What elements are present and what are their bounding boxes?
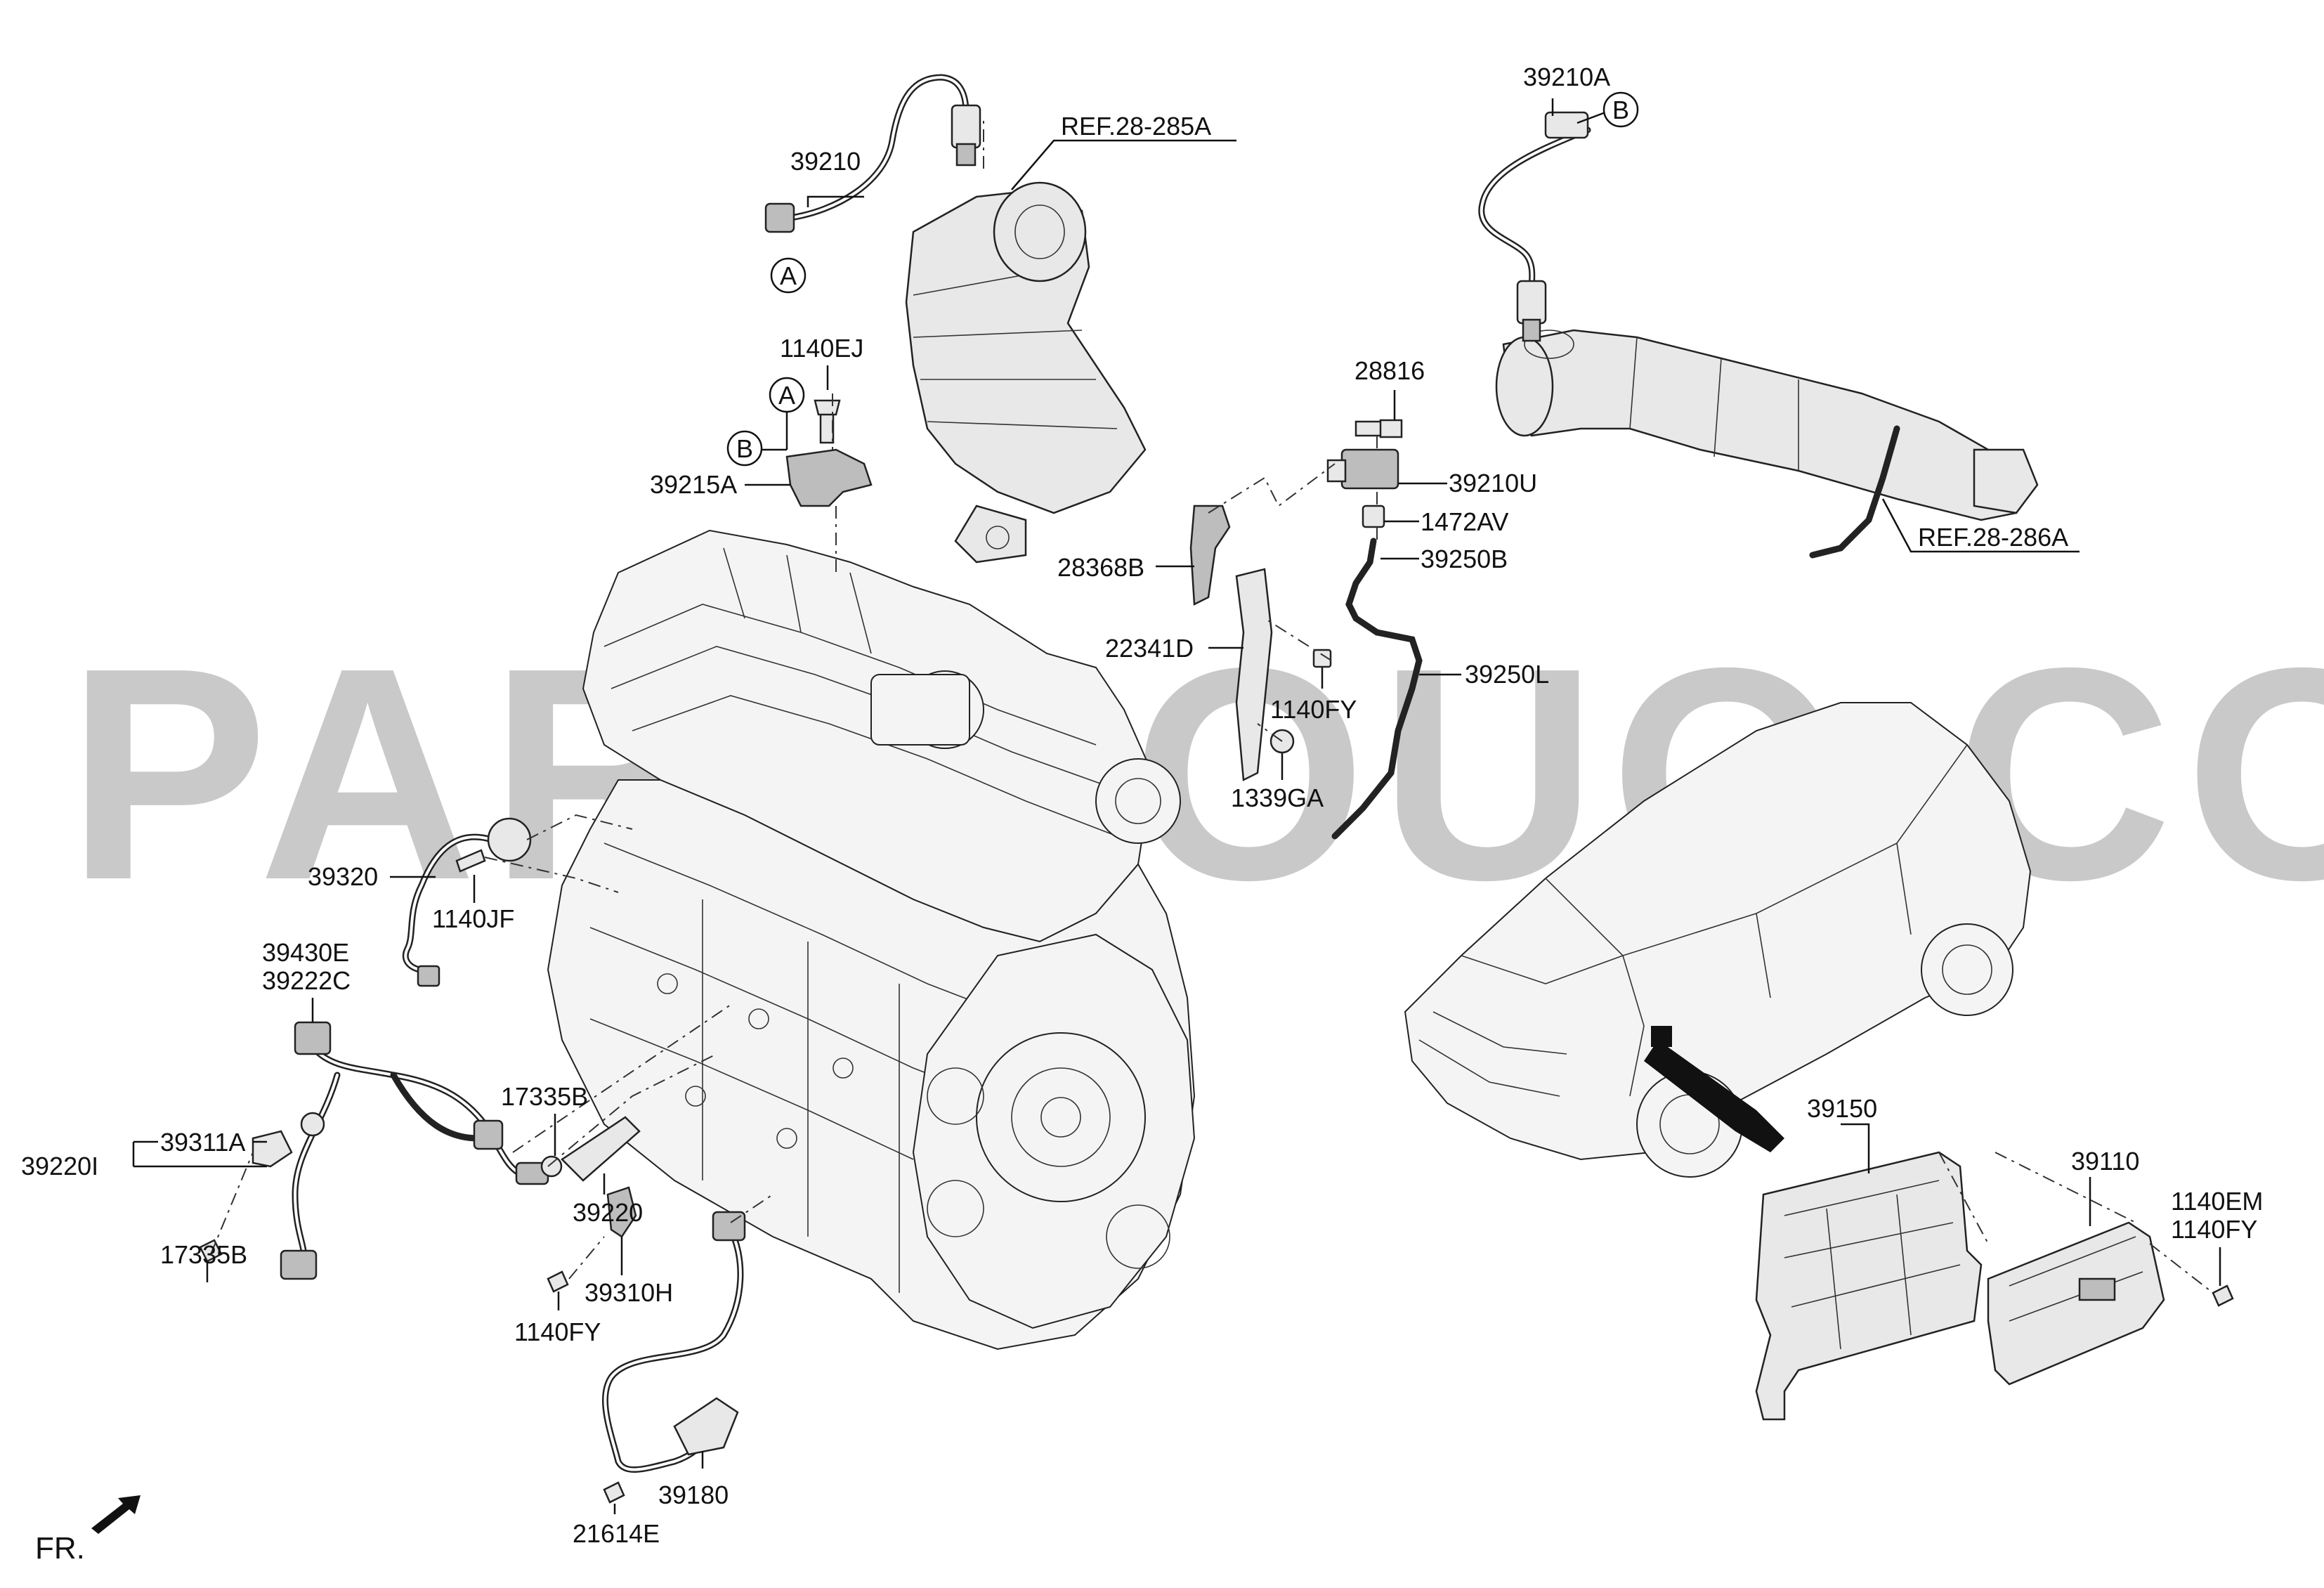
part-label-1140JF: 1140JF bbox=[432, 904, 514, 933]
ref-label-28-285A: REF.28-285A bbox=[1061, 112, 1211, 141]
part-label-1140EM: 1140EM bbox=[2171, 1187, 2263, 1216]
wiring-harness-39430E bbox=[280, 1021, 549, 1280]
cam-position-sensors bbox=[199, 1112, 641, 1293]
part-label-39310H: 39310H bbox=[585, 1278, 673, 1307]
callout-a-top: A bbox=[780, 261, 797, 290]
part-label-39222C: 39222C bbox=[262, 966, 351, 995]
ecu-39110 bbox=[1987, 1221, 2234, 1386]
part-labels: 39210 39210A 1140EJ 39215A 28816 39210U … bbox=[21, 63, 2263, 1548]
leader-lines bbox=[132, 98, 2221, 1514]
front-label: FR. bbox=[35, 1531, 85, 1566]
callout-circles: A A B B bbox=[726, 91, 1639, 467]
part-label-28368B: 28368B bbox=[1057, 553, 1144, 582]
callout-a-bracket: A bbox=[778, 381, 795, 410]
part-label-39250B: 39250B bbox=[1421, 545, 1508, 573]
part-label-39250L: 39250L bbox=[1465, 660, 1549, 689]
part-label-39430E: 39430E bbox=[262, 938, 349, 967]
part-label-39210A: 39210A bbox=[1523, 63, 1610, 91]
part-label-39150: 39150 bbox=[1807, 1094, 1877, 1123]
exhaust-downpipe bbox=[1495, 329, 2039, 559]
part-label-39210: 39210 bbox=[790, 147, 861, 176]
part-label-39311A: 39311A bbox=[160, 1128, 245, 1157]
part-label-1140EJ: 1140EJ bbox=[780, 334, 863, 363]
vehicle-illustration bbox=[1404, 702, 2032, 1178]
part-label-1140FY-right: 1140FY bbox=[2171, 1215, 2257, 1244]
part-label-39220: 39220 bbox=[573, 1198, 643, 1227]
part-label-39220I: 39220I bbox=[21, 1152, 98, 1180]
part-label-21614E: 21614E bbox=[573, 1519, 660, 1548]
part-label-17335B-lower: 17335B bbox=[160, 1240, 247, 1269]
o2-sensor-39210 bbox=[764, 74, 981, 233]
part-label-1140FY-left: 1140FY bbox=[514, 1317, 601, 1346]
part-label-1339GA: 1339GA bbox=[1231, 783, 1324, 812]
part-label-22341D: 22341D bbox=[1105, 634, 1194, 663]
part-label-39180: 39180 bbox=[658, 1480, 729, 1509]
crank-sensor-39180 bbox=[601, 1211, 746, 1504]
o2-sensor-39210A bbox=[1478, 111, 1591, 342]
part-label-39210U: 39210U bbox=[1449, 469, 1537, 497]
knock-sensor-39320 bbox=[403, 817, 532, 987]
engine-assembly bbox=[547, 529, 1196, 1351]
part-label-39320: 39320 bbox=[308, 862, 378, 891]
front-direction-indicator: FR. bbox=[35, 1495, 141, 1566]
alignment-lines bbox=[210, 119, 2214, 1294]
part-label-1140FY-mid: 1140FY bbox=[1270, 695, 1357, 724]
catalytic-converter bbox=[905, 181, 1147, 564]
part-label-1472AV: 1472AV bbox=[1421, 507, 1508, 536]
pressure-sensor-group bbox=[1189, 419, 1423, 840]
part-label-39110: 39110 bbox=[2071, 1147, 2139, 1176]
ref-label-28-286A: REF.28-286A bbox=[1918, 523, 2068, 552]
part-label-39215A: 39215A bbox=[650, 470, 737, 499]
front-arrow-icon bbox=[91, 1495, 141, 1534]
callout-b-bracket: B bbox=[736, 434, 753, 463]
bracket-39215A bbox=[785, 399, 873, 507]
ecu-bracket-39150 bbox=[1755, 1151, 1983, 1421]
part-label-17335B-upper: 17335B bbox=[501, 1082, 588, 1111]
callout-b-top: B bbox=[1612, 96, 1629, 124]
part-label-28816: 28816 bbox=[1354, 356, 1425, 385]
